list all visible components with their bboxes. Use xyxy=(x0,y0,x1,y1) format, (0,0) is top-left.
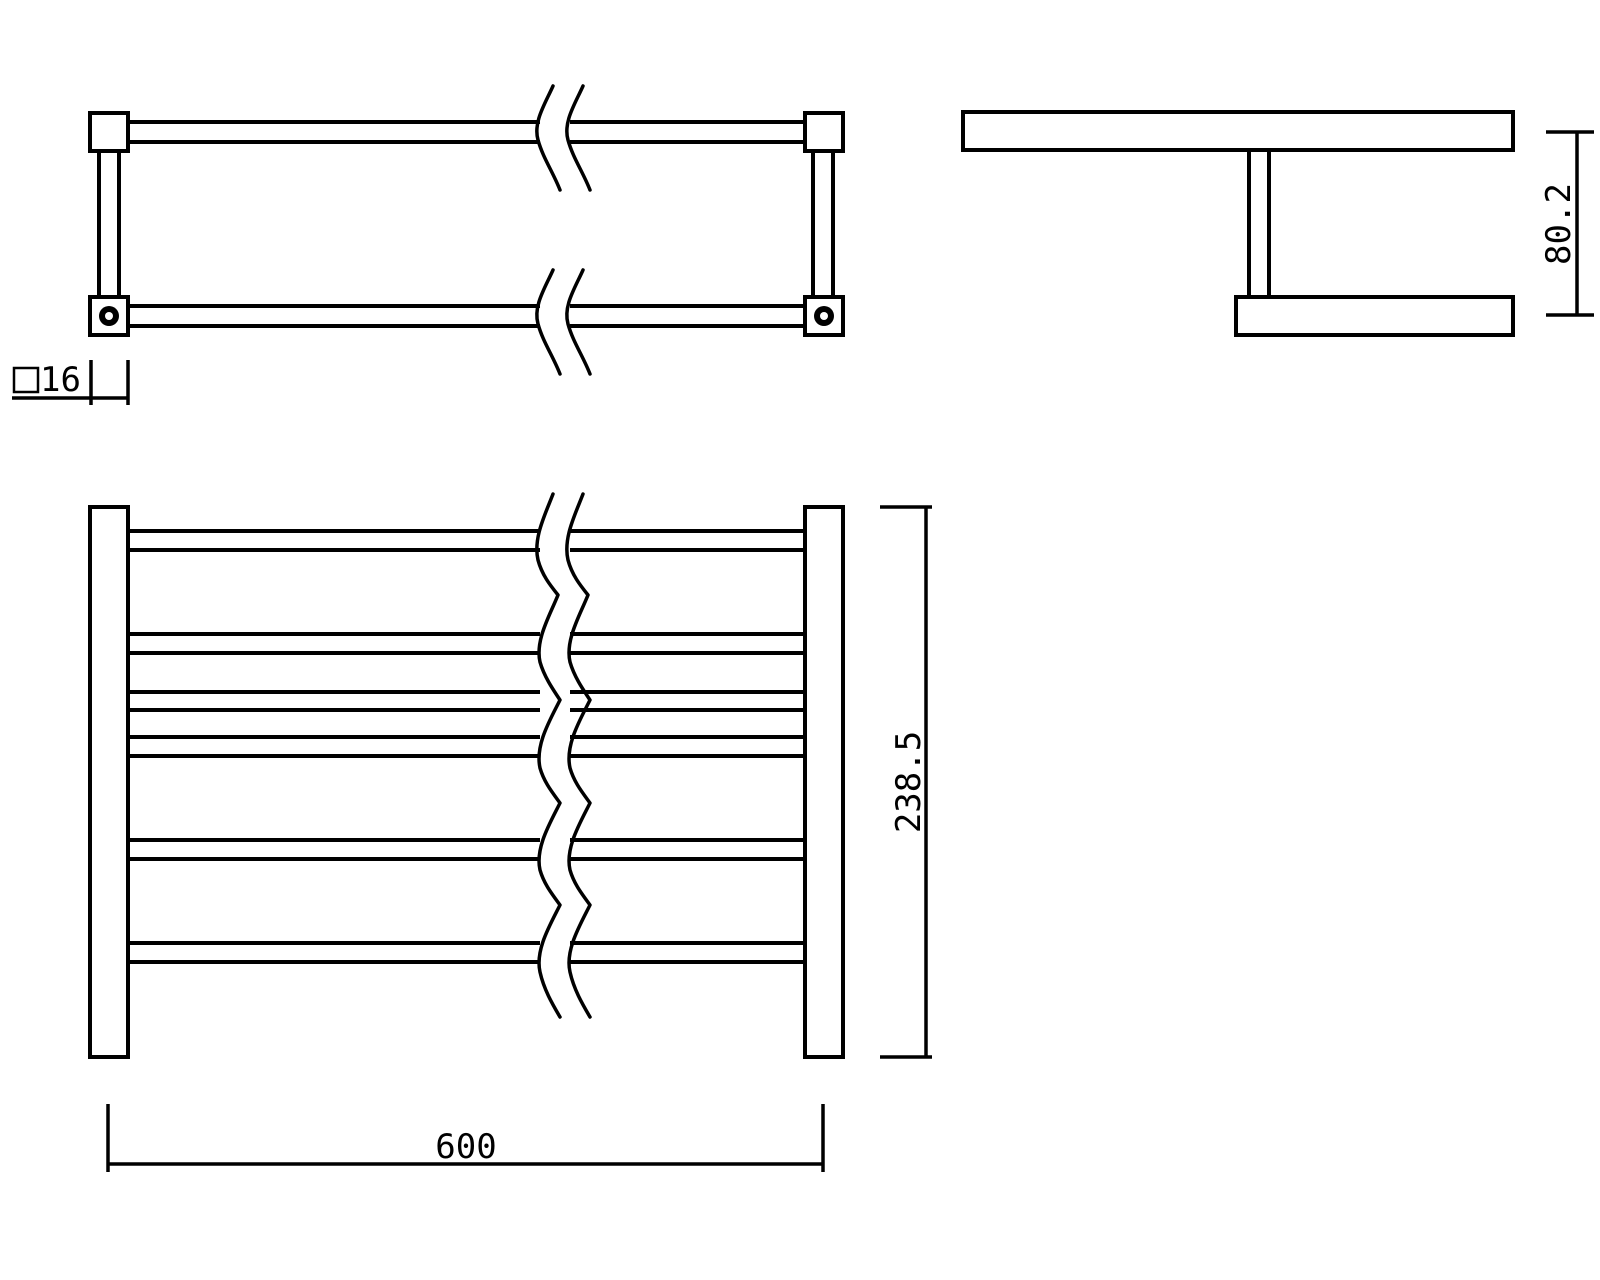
front-view-rail xyxy=(128,632,805,655)
front-view-rail xyxy=(128,529,805,552)
front-view-rail xyxy=(128,690,805,712)
section-label: 16 xyxy=(40,360,81,400)
screw-icon xyxy=(99,306,119,326)
side-view-post xyxy=(1247,148,1271,300)
depth-dimension: 80.2 xyxy=(1539,130,1594,317)
side-view-top-shelf xyxy=(961,110,1515,152)
width-label: 600 xyxy=(435,1127,496,1167)
height-dimension: 238.5 xyxy=(880,505,932,1059)
front-view-left-bracket xyxy=(88,505,130,1059)
section-dimension: 16 xyxy=(12,360,130,405)
front-view-right-bracket xyxy=(803,505,845,1059)
top-view-rear-bar xyxy=(126,120,806,144)
front-view-rail xyxy=(128,838,805,861)
square-section-icon xyxy=(12,366,40,394)
front-view xyxy=(88,492,845,1059)
break-line xyxy=(535,492,592,1019)
top-view-corner-block xyxy=(803,111,845,153)
screw-icon xyxy=(814,306,834,326)
top-view-right-rail xyxy=(811,148,835,300)
width-dimension: 600 xyxy=(106,1104,825,1172)
side-view xyxy=(961,110,1515,337)
depth-label: 80.2 xyxy=(1539,183,1579,265)
top-view-front-bar xyxy=(126,304,806,328)
height-label: 238.5 xyxy=(889,731,929,833)
side-view-wall-plate xyxy=(1234,295,1515,337)
front-view-rail xyxy=(128,735,805,758)
top-view xyxy=(88,84,845,376)
top-view-corner-block xyxy=(88,111,130,153)
front-view-rail xyxy=(128,941,805,964)
top-view-left-rail xyxy=(97,148,121,300)
break-line xyxy=(535,84,592,376)
